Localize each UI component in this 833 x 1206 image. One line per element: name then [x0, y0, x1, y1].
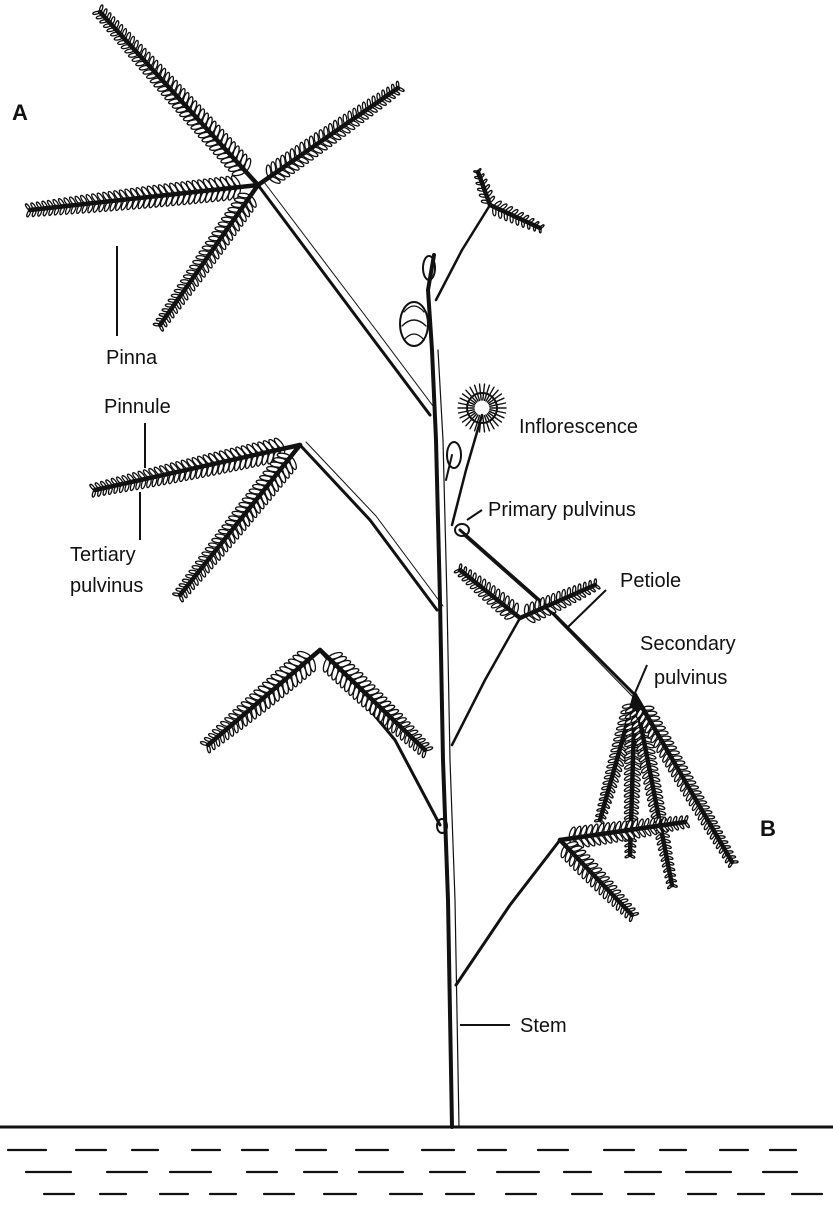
pinna-top-2 [474, 168, 496, 205]
pinna-lr-1 [560, 815, 690, 849]
petiole-a [258, 185, 430, 415]
pinna-rachis [490, 205, 540, 228]
label-tertiary-pulvinus-2: pulvinus [70, 575, 143, 597]
label-inflorescence: Inflorescence [519, 416, 638, 438]
petiole-lower-right [456, 840, 560, 985]
label-secondary-pulvinus-1: Secondary [640, 633, 736, 655]
secondary-pulvinus-leader [635, 665, 647, 693]
label-petiole: Petiole [620, 570, 681, 592]
petiole-a-inner [264, 182, 436, 410]
ground [0, 1127, 833, 1194]
inflorescence-filament [483, 384, 485, 400]
pinna-rachis [160, 185, 258, 325]
petiole-b-inner [464, 536, 637, 701]
pinna-rachis [208, 650, 320, 745]
label-tertiary-pulvinus-1: Tertiary [70, 544, 136, 566]
pinnae-group-mid-right [454, 564, 601, 624]
pinna-ll-1 [200, 650, 320, 753]
pinna-top-1 [490, 200, 544, 233]
petiole-left-mid [300, 445, 437, 610]
pinna-a-2 [25, 175, 258, 218]
flower-bud-lower [447, 442, 461, 468]
pinna-a-4 [153, 185, 258, 332]
pinna-rachis [320, 650, 425, 750]
label-view-b: B [760, 816, 776, 841]
pinna-rachis [258, 88, 398, 185]
label-stem: Stem [520, 1015, 567, 1037]
pinna-ll-2 [320, 650, 433, 758]
pinna-rachis [100, 12, 258, 185]
label-pinnule: Pinnule [104, 396, 171, 418]
leader-lines [117, 246, 647, 1025]
label-pinna: Pinna [106, 347, 158, 369]
pinna-a-1 [92, 5, 258, 185]
pinnae-group-a [25, 5, 405, 332]
inflorescence-filament [483, 416, 485, 432]
pinnae-group-b-drooping [594, 695, 738, 889]
pinna-mr-2 [520, 579, 601, 624]
pinna-rachis [560, 840, 632, 915]
flower-bud-upper [400, 302, 428, 346]
petiole-mid-right [452, 618, 520, 745]
label-primary-pulvinus: Primary pulvinus [488, 499, 636, 521]
pinnae-group-lower-left [200, 650, 433, 758]
inflorescence-head [458, 384, 506, 432]
primary-pulvinus-leader [467, 510, 482, 520]
pinnae-group-top-tip [474, 168, 545, 233]
pinna-a-3 [258, 81, 405, 185]
upper-tip-stalk [436, 205, 490, 300]
label-view-a: A [12, 100, 28, 125]
inflorescence-filament [480, 384, 482, 400]
inflorescence-stalk [452, 415, 482, 525]
label-secondary-pulvinus-2: pulvinus [654, 667, 727, 689]
ground-dashes [8, 1150, 822, 1194]
